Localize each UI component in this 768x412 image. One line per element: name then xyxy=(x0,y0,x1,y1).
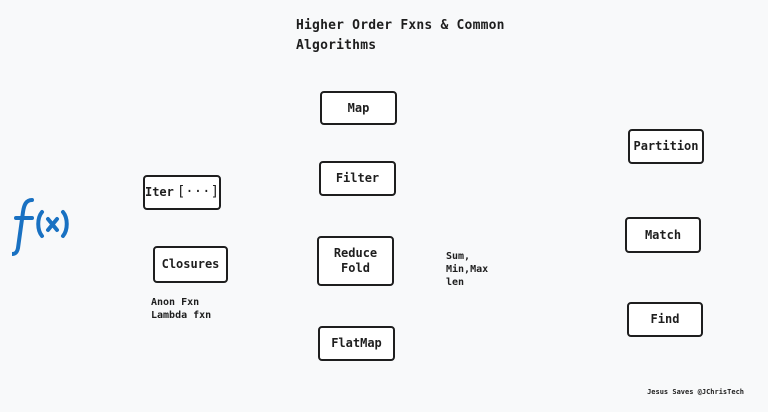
title-line-2: Algorithms xyxy=(296,38,377,53)
reduce-fold-box: Reduce Fold xyxy=(317,236,394,286)
flatmap-label: FlatMap xyxy=(331,336,382,350)
reduce-note-len: len xyxy=(446,277,465,288)
filter-label: Filter xyxy=(335,171,380,185)
partition-label: Partition xyxy=(633,139,699,153)
closure-note-anon: Anon Fxn xyxy=(151,297,200,308)
function-fx-icon xyxy=(12,198,69,256)
closures-box: Closures xyxy=(153,246,228,283)
closure-note-lambda: Lambda fxn xyxy=(151,310,212,321)
reduce-label: Reduce xyxy=(333,246,378,260)
iter-bracket: [···] xyxy=(176,184,220,200)
fold-label: Fold xyxy=(341,261,370,275)
find-label: Find xyxy=(650,312,680,326)
map-label: Map xyxy=(347,100,370,115)
footer-credit: Jesus Saves @JChrisTech xyxy=(647,388,744,396)
map-box: Map xyxy=(320,91,397,125)
match-label: Match xyxy=(644,227,682,242)
reduce-note-sum: Sum, xyxy=(446,251,471,262)
iter-label: Iter xyxy=(144,185,174,199)
diagram-title: Higher Order Fxns & Common Algorithms xyxy=(296,16,536,56)
reduce-note-minmax: Min,Max xyxy=(446,264,489,275)
match-box: Match xyxy=(625,217,701,253)
iter-box: Iter [···] xyxy=(143,175,221,210)
partition-box: Partition xyxy=(628,129,704,164)
filter-box: Filter xyxy=(319,161,396,196)
find-box: Find xyxy=(627,302,703,337)
closure-notes: Anon Fxn Lambda fxn xyxy=(151,296,211,322)
flatmap-box: FlatMap xyxy=(318,326,395,361)
title-line-1: Higher Order Fxns & Common xyxy=(296,18,505,33)
reduce-notes: Sum, Min,Max len xyxy=(446,250,488,289)
closures-label: Closures xyxy=(161,257,220,271)
